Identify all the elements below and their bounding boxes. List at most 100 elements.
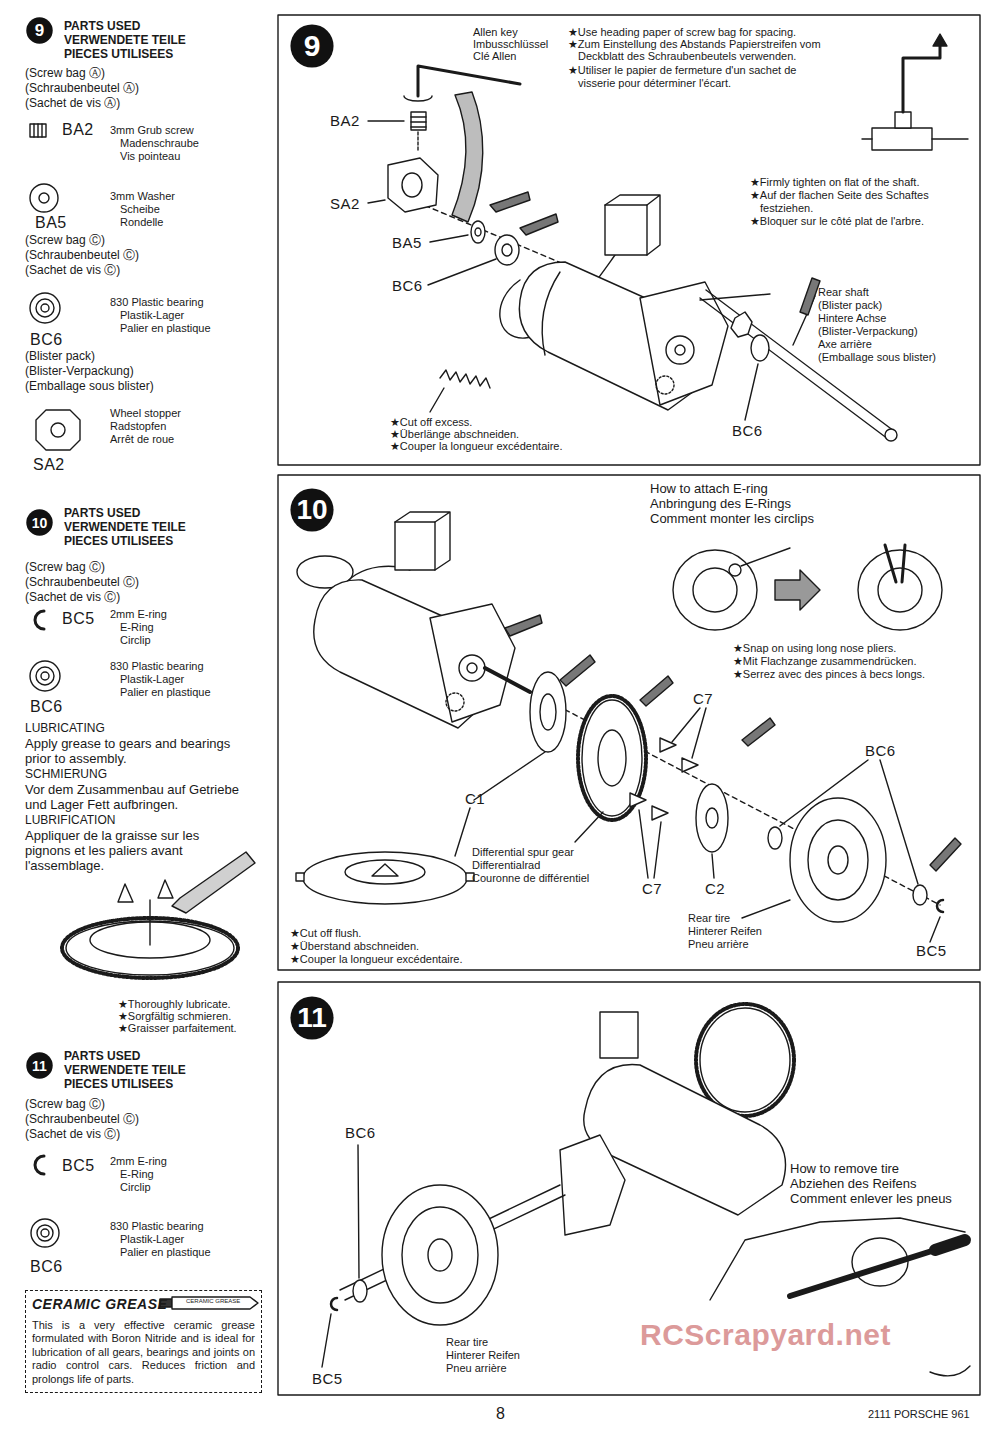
annotation-text: Axe arrière: [818, 338, 872, 351]
annotation-text: 830 Plastic bearing: [110, 1220, 204, 1233]
step9-drawing-shape: [605, 195, 660, 255]
step10-drawing-shape: [395, 512, 450, 570]
annotation-text: (Blister-Verpackung): [25, 365, 134, 379]
annotation-text: ★Cut off excess.: [390, 416, 472, 429]
step9-drawing-shape: [675, 345, 685, 355]
annotation-text: (Screw bag Ⓒ): [25, 234, 105, 248]
annotation-text: Vis pointeau: [120, 150, 180, 163]
annotation-text: Hinterer Reifen: [688, 925, 762, 938]
info-box: CERAMIC GREASEThis is a very effective c…: [25, 1290, 262, 1393]
step10-drawing-shape: [296, 873, 304, 881]
part-code: BC5: [62, 610, 95, 628]
annotation-text: Plastik-Lager: [120, 673, 184, 686]
step11-drawing: [322, 1004, 970, 1376]
annotation-text: CERAMIC GREASE: [186, 1298, 240, 1305]
step10-drawing-shape: [858, 550, 942, 630]
step11-drawing-shape: [930, 1366, 970, 1376]
annotation-text: und Lager Fett aufbringen.: [25, 798, 178, 813]
annotation-text: ★Firmly tighten on flat of the shaft.: [750, 176, 919, 189]
step9-drawing-shape: [502, 244, 512, 256]
annotation-text: l'assemblage.: [25, 859, 104, 874]
annotation-text: visserie pour déterminer l'écart.: [578, 77, 731, 90]
step-badge: 9: [290, 24, 334, 68]
annotation-text: Differentialrad: [472, 859, 540, 872]
step10-drawing-shape: [455, 752, 545, 856]
step10-drawing-shape: [682, 758, 698, 772]
badge-fill: [26, 1052, 52, 1078]
annotation-text: Rondelle: [120, 216, 163, 229]
annotation-text: pignons et les paliers avant: [25, 844, 183, 859]
annotation-text: 2mm E-ring: [110, 608, 167, 621]
part-code: C2: [705, 880, 725, 897]
step11-drawing-shape: [696, 1004, 794, 1116]
annotation-text: 830 Plastic bearing: [110, 660, 204, 673]
step-number: 10: [26, 509, 53, 536]
step9-drawing-shape: [872, 128, 932, 150]
step9-drawing-shape: [490, 192, 530, 212]
annotation-text: Plastik-Lager: [120, 309, 184, 322]
step-number: 9: [290, 24, 334, 68]
annotation-text: Deckblatt des Schraubenbeutels verwenden…: [578, 50, 796, 63]
annotation-text: Radstopfen: [110, 420, 166, 433]
step11-drawing-shape: [700, 1008, 790, 1112]
step9-drawing-shape: [800, 278, 820, 315]
part-icon-shape: [30, 661, 60, 691]
annotation-text: festziehen.: [760, 202, 813, 215]
step10-drawing-shape: [878, 568, 922, 612]
annotation-text: ★Mit Flachzange zusammendrücken.: [733, 655, 917, 668]
annotation-text: ★Cut off flush.: [290, 927, 361, 940]
annotation-text: (Screw bag Ⓒ): [25, 561, 105, 575]
grease-illustration-shape: [118, 884, 133, 902]
part-icon-shape: [31, 1219, 59, 1247]
annotation-text: ★Auf der flachen Seite des Schaftes: [750, 189, 929, 202]
section-heading: PIECES UTILISEES: [64, 535, 173, 549]
part-code: BC5: [916, 942, 947, 959]
part-code: BC6: [30, 1258, 63, 1276]
step11-drawing-shape: [331, 1298, 337, 1310]
annotation-text: Couronne de différentiel: [472, 872, 589, 885]
step10-drawing-shape: [768, 827, 782, 849]
part-code: SA2: [33, 456, 65, 474]
step10-drawing-shape: [672, 708, 706, 758]
section-heading: PIECES UTILISEES: [64, 1078, 173, 1092]
step10-drawing-shape: [446, 693, 464, 711]
step11-drawing-shape: [710, 1218, 965, 1300]
step10-drawing-shape: [930, 917, 940, 942]
part-code: BC5: [62, 1157, 95, 1175]
step9-drawing-shape: [700, 290, 894, 439]
step10-drawing-shape: [598, 730, 626, 786]
annotation-text: ★Thoroughly lubricate.: [118, 998, 231, 1011]
annotation-text: (Emballage sous blister): [818, 351, 936, 364]
annotation-text: (Blister-Verpackung): [818, 325, 918, 338]
annotation-text: Rear tire: [446, 1336, 488, 1349]
page-footer: 2111 PORSCHE 961: [868, 1408, 970, 1421]
part-icon-shape: [30, 184, 58, 212]
annotation-text: (Sachet de vis Ⓒ): [25, 264, 120, 278]
part-icon-shape: [30, 293, 60, 323]
annotation-text: Appliquer de la graisse sur les: [25, 829, 199, 844]
annotation-text: Hinterer Reifen: [446, 1349, 520, 1362]
annotation-text: ★Sorgfältig schmieren.: [118, 1010, 231, 1023]
part-icon-shape: [41, 672, 49, 680]
annotation-text: LUBRIFICATION: [25, 814, 115, 828]
step10-drawing-shape: [540, 694, 556, 730]
step10-drawing-shape: [828, 846, 848, 874]
annotation-text: LUBRICATING: [25, 722, 105, 736]
part-icon-shape: [36, 410, 80, 450]
step10-drawing-shape: [913, 885, 927, 905]
annotation-text: Differential spur gear: [472, 846, 574, 859]
part-code: BA5: [35, 214, 67, 232]
section-heading: PARTS USED: [64, 507, 140, 521]
step-number: 11: [290, 996, 334, 1040]
annotation-text: ★Graisser parfaitement.: [118, 1022, 237, 1035]
part-code: BC6: [30, 331, 63, 349]
step10-drawing-shape: [395, 522, 435, 570]
step11-drawing-shape: [935, 1240, 965, 1250]
step10-drawing-shape: [560, 655, 595, 686]
step9-drawing-shape: [731, 312, 752, 337]
step10-drawing: [296, 512, 961, 942]
step-number: 10: [290, 488, 334, 532]
step9-drawing-shape: [933, 34, 947, 46]
part-code: BA2: [330, 112, 360, 129]
step10-drawing-shape: [808, 820, 868, 900]
